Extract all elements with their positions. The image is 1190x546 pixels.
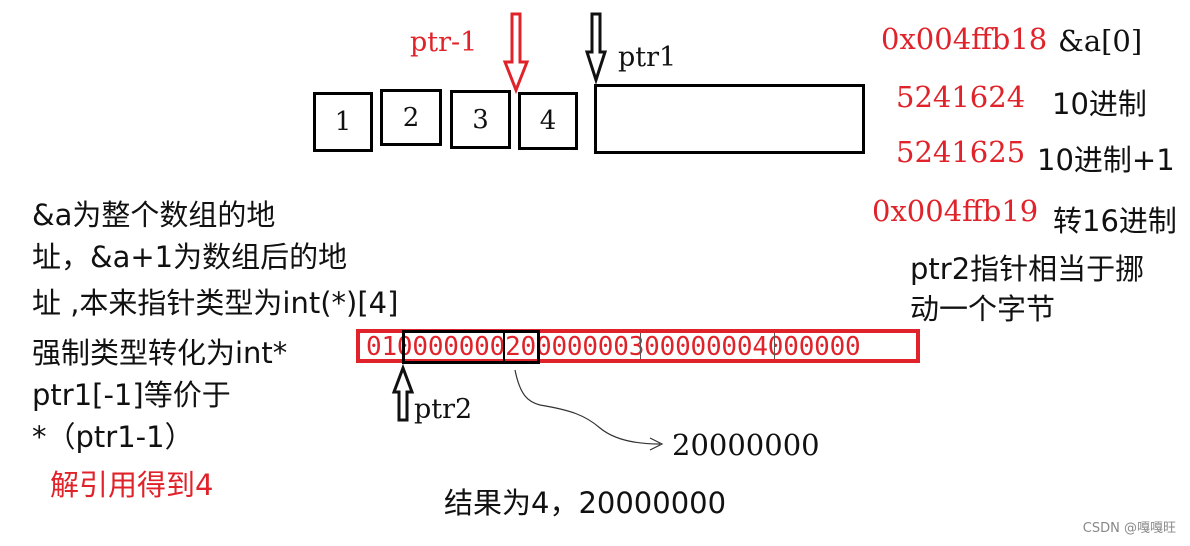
dec-label: 10进制 <box>1052 87 1147 121</box>
array-cell-4: 4 <box>518 92 578 150</box>
byte-separator <box>640 333 641 359</box>
ptr2-note-line1: ptr2指针相当于挪 <box>910 252 1145 286</box>
result-connector-curve <box>514 369 661 445</box>
memory-bytes-text: 01000000020000000300000004000000 <box>366 332 861 362</box>
watermark: CSDN @嘎嘎旺 <box>1082 521 1176 536</box>
left-note-line1: &a为整个数组的地 <box>32 198 276 232</box>
array-cell-3: 3 <box>450 90 511 149</box>
left-note-line2: 址，&a+1为数组后的地 <box>32 240 348 274</box>
ptr2-note-line2: 动一个字节 <box>910 292 1056 326</box>
byte-separator <box>774 333 775 359</box>
ptr1-arrow-icon <box>584 12 608 85</box>
left-note-line4: 强制类型转化为int* <box>32 336 288 370</box>
left-note-line5: ptr1[-1]等价于 <box>32 378 231 412</box>
ptr-minus-1-label: ptr-1 <box>410 27 478 58</box>
result-connector-arrowhead-icon <box>649 437 664 451</box>
dec-value: 5241624 <box>896 80 1026 114</box>
ptr2-arrow-icon <box>391 363 415 422</box>
addr-hex: 0x004ffb18 <box>881 22 1048 56</box>
ptr2-highlight-box <box>402 330 540 364</box>
left-note-line3: 址 ,本来指针类型为int(*)[4] <box>32 286 399 320</box>
ptr2-label: ptr2 <box>414 394 473 425</box>
addr-label: &a[0] <box>1058 24 1143 58</box>
dec-plus-value: 5241625 <box>896 135 1026 169</box>
left-note-line7: 解引用得到4 <box>50 468 214 502</box>
hex-plus-value: 0x004ffb19 <box>872 194 1039 228</box>
ptr2-highlight-divider <box>503 331 505 363</box>
result-text: 结果为4，20000000 <box>444 486 727 520</box>
array-end-box <box>594 84 865 154</box>
array-cell-1: 1 <box>313 92 373 152</box>
hex-plus-label: 转16进制 <box>1053 204 1177 238</box>
dec-plus-label: 10进制+1 <box>1037 143 1175 177</box>
result-value: 20000000 <box>672 428 820 462</box>
left-note-line6: *（ptr1-1） <box>32 420 194 454</box>
array-cell-2: 2 <box>380 89 442 146</box>
ptr1-label: ptr1 <box>618 42 677 73</box>
memory-bytes-box <box>356 329 920 363</box>
ptr-minus-1-arrow-icon <box>502 12 530 95</box>
